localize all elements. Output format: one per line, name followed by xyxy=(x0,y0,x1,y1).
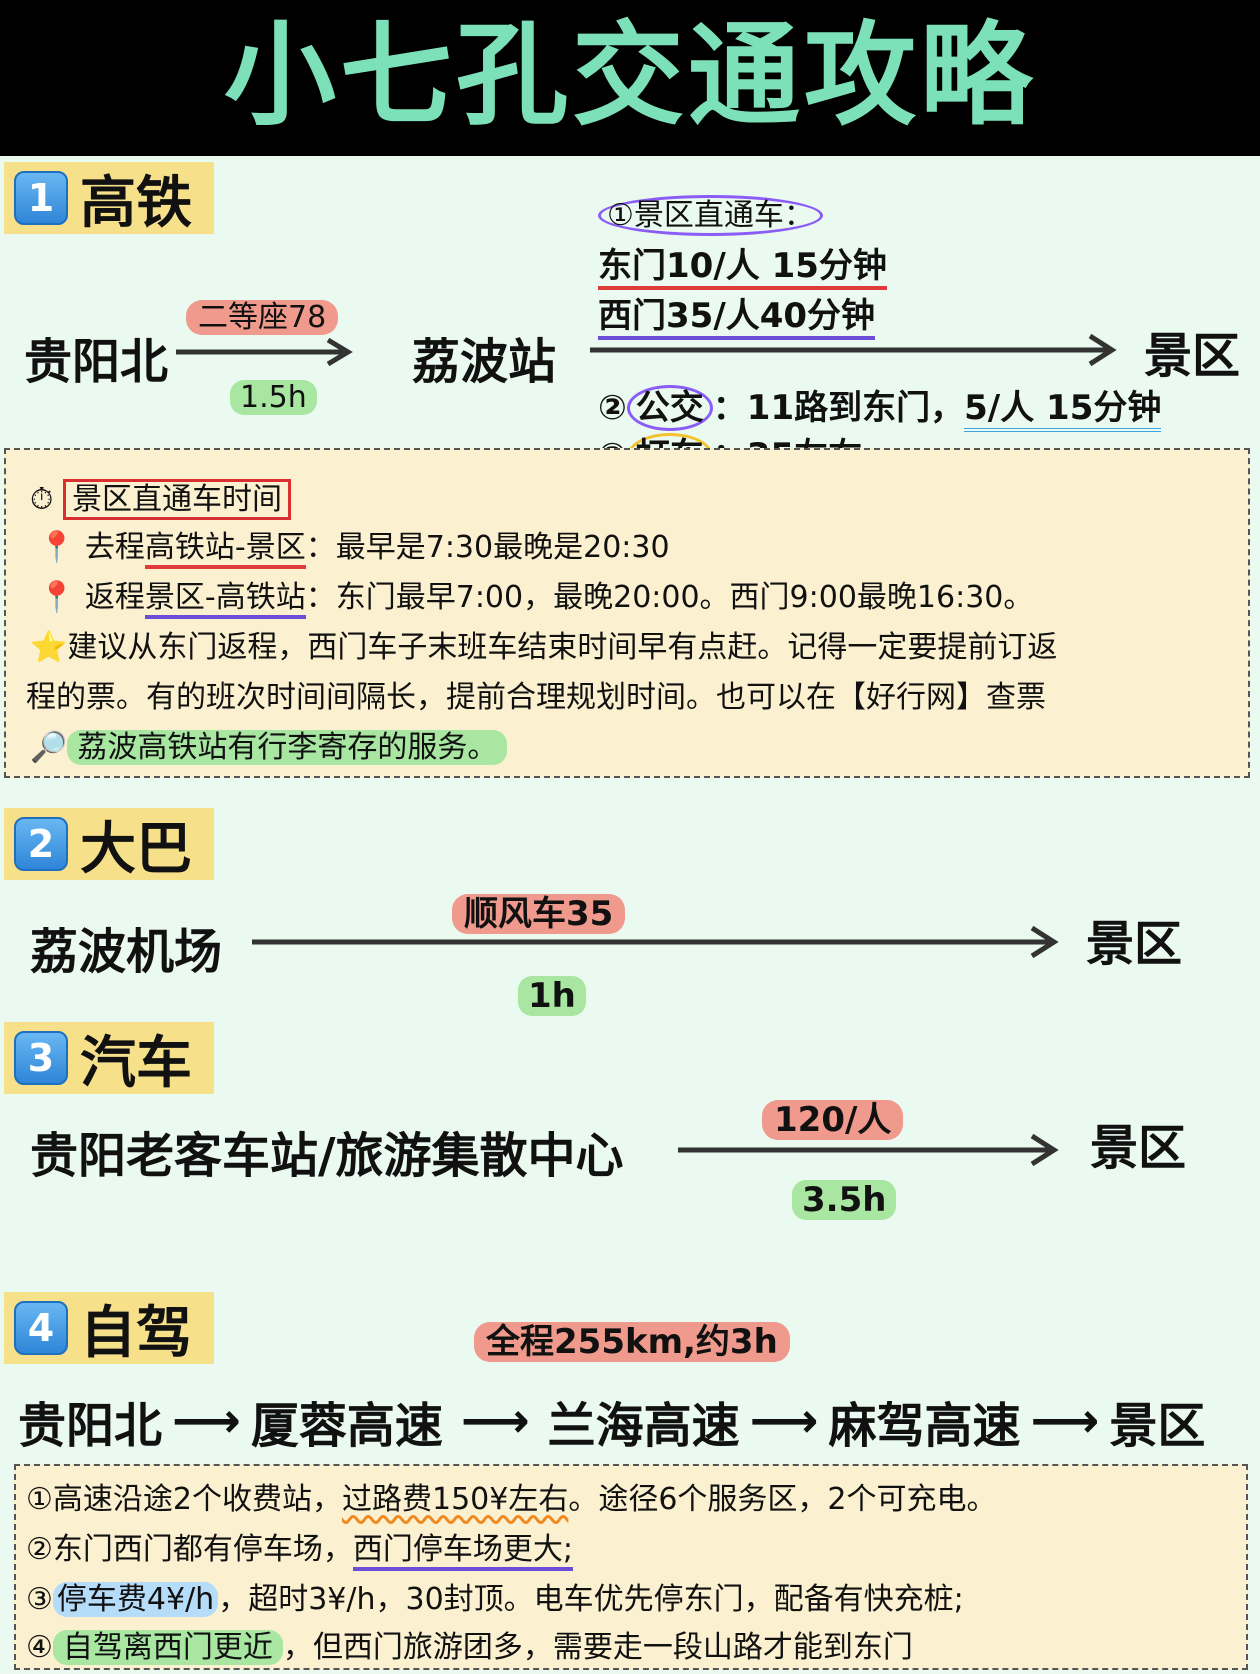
route-stop: 贵阳北 xyxy=(18,1398,163,1454)
pin-icon: 📍 xyxy=(38,580,76,615)
section-header-bus: 2 大巴 xyxy=(4,808,214,882)
arrow-icon xyxy=(176,337,353,367)
destination-scenic: 景区 xyxy=(1144,328,1241,384)
section-header-coach: 3 汽车 xyxy=(4,1022,214,1096)
destination-scenic: 景区 xyxy=(1090,1120,1187,1176)
arrow-icon: ⟶ xyxy=(172,1393,241,1449)
route-stop: 麻驾高速 xyxy=(828,1398,1021,1454)
station-libo: 荔波站 xyxy=(412,334,557,390)
section-number: 3 xyxy=(14,1031,68,1085)
seat-price: 二等座78 xyxy=(186,300,339,335)
drive-note-1: ①高速沿途2个收费站，过路费150¥左右。途径6个服务区，2个可充电。 xyxy=(26,1482,997,1517)
section-header-rail: 1 高铁 xyxy=(4,162,214,236)
section-header-drive: 4 自驾 xyxy=(4,1292,214,1366)
route-stop: 景区 xyxy=(1109,1398,1206,1454)
timer-icon: ⏱ xyxy=(30,482,54,517)
route-stop: 厦蓉高速 xyxy=(250,1398,443,1454)
option-shuttle-east: 东门10/人 15分钟 xyxy=(598,238,887,290)
timetable-outbound: 📍 去程高铁站-景区：最早是7:30最晚是20:30 xyxy=(38,522,670,569)
luggage-note: 🔎荔波高铁站有行李寄存的服务。 xyxy=(30,722,508,766)
option-shuttle-title: ①景区直通车： xyxy=(598,190,823,236)
section-title: 大巴 xyxy=(80,816,192,882)
route-stop: 兰海高速 xyxy=(547,1398,740,1454)
section-title: 高铁 xyxy=(80,170,192,236)
tip-line-2: 程的票。有的班次时间间隔长，提前合理规划时间。也可以在【好行网】查票 xyxy=(26,680,1046,715)
bus-price-label: 顺风车35 xyxy=(452,886,626,935)
arrow-icon xyxy=(678,1133,1059,1167)
tip-line-1: ⭐建议从东门返程，西门车子末班车结束时间早有点赶。记得一定要提前订返 xyxy=(30,630,1058,665)
origin-guiyang-coach-station: 贵阳老客车站/旅游集散中心 xyxy=(30,1128,624,1184)
section-title: 自驾 xyxy=(80,1300,192,1366)
rail-duration: 1.5h xyxy=(230,380,317,415)
arrow-icon: ⟶ xyxy=(460,1393,530,1449)
coach-price-label: 120/人 xyxy=(762,1092,904,1141)
timetable-title: ⏱ 景区直通车时间 xyxy=(30,474,291,520)
timetable-return: 📍 返程景区-高铁站：东门最早7:00，最晚20:00。西门9:00最晚16:3… xyxy=(38,572,1033,619)
arrow-icon xyxy=(252,925,1059,959)
rail-duration-label: 1.5h xyxy=(230,380,317,415)
destination-scenic: 景区 xyxy=(1086,916,1183,972)
origin-guiyang-north: 贵阳北 xyxy=(24,334,169,390)
seat-price-label: 二等座78 xyxy=(186,292,339,336)
title-bar xyxy=(0,0,1260,156)
section-number: 1 xyxy=(14,171,68,225)
option-shuttle-west: 西门35/人40分钟 xyxy=(598,288,876,340)
arrow-icon: ⟶ xyxy=(749,1393,819,1449)
drive-note-2: ②东门西门都有停车场，西门停车场更大; xyxy=(26,1524,574,1571)
section-number: 2 xyxy=(14,817,68,871)
section-title: 汽车 xyxy=(80,1030,192,1096)
coach-duration-label: 3.5h xyxy=(792,1180,897,1220)
arrow-icon xyxy=(590,333,1117,367)
shuttle-timetable-box xyxy=(4,448,1250,778)
pin-icon: 📍 xyxy=(38,530,76,565)
drive-distance-label: 全程255km,约3h xyxy=(474,1314,790,1363)
origin-libo-airport: 荔波机场 xyxy=(30,924,223,980)
star-icon: ⭐ xyxy=(30,630,68,665)
arrow-icon: ⟶ xyxy=(1030,1393,1100,1449)
bus-duration-label: 1h xyxy=(518,976,586,1016)
drive-route: 贵阳北 ⟶ 厦蓉高速 ⟶ 兰海高速 ⟶ 麻驾高速 ⟶ 景区 xyxy=(18,1386,1205,1456)
page-title: 小七孔交通攻略 xyxy=(224,11,1036,141)
magnifier-icon: 🔎 xyxy=(30,730,68,765)
section-number: 4 xyxy=(14,1301,68,1355)
